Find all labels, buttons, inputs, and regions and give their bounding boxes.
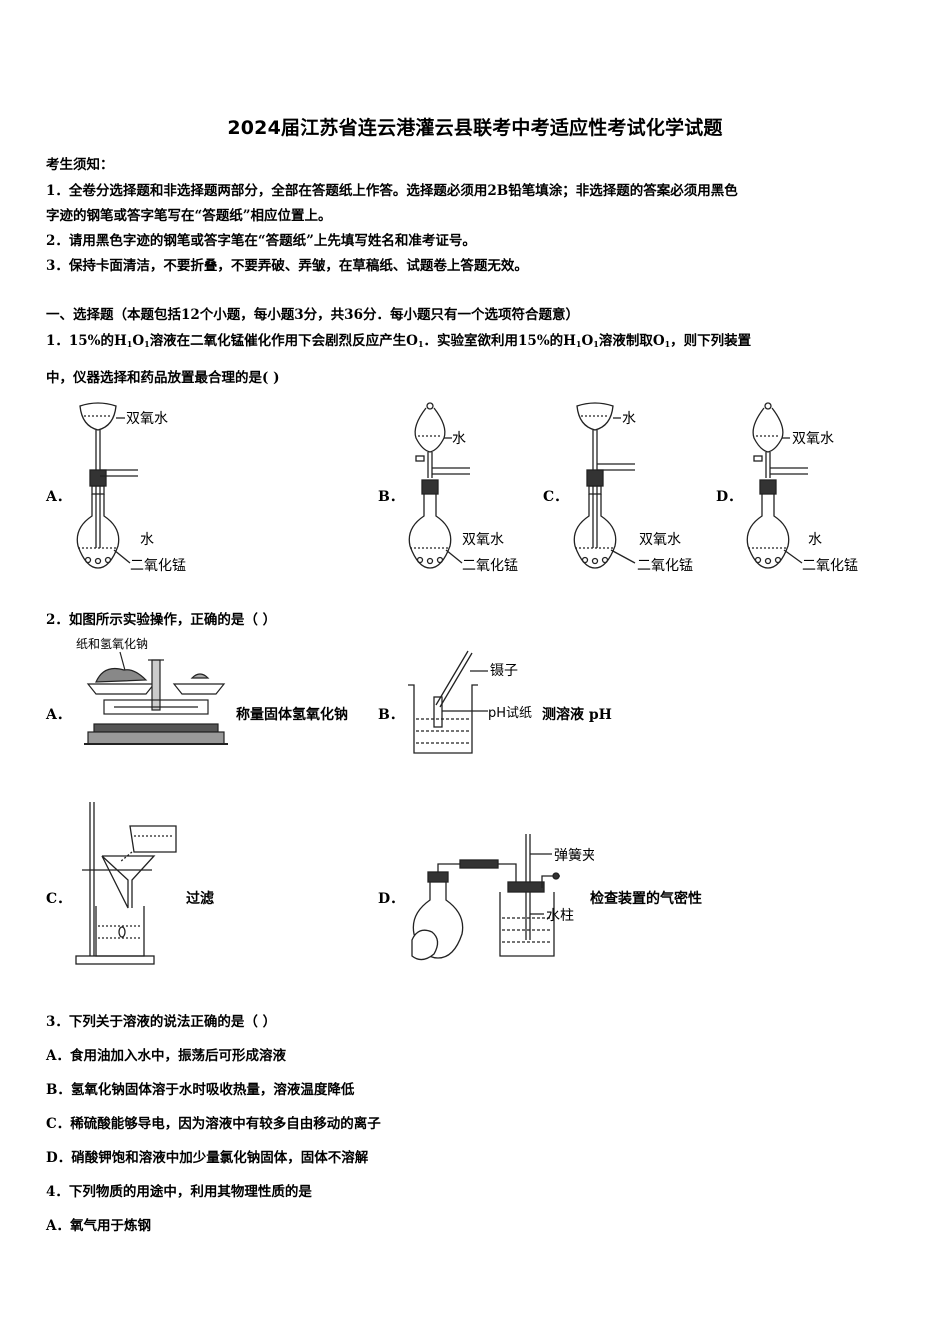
notice-item-1: 1．全卷分选择题和非选择题两部分，全部在答题纸上作答。选择题必须用2B铅笔填涂；… xyxy=(46,183,738,199)
q3-option-d[interactable]: D．硝酸钾饱和溶液中加少量氯化钠固体，固体不溶解 xyxy=(46,1150,369,1166)
q1-text: 1．15%的H xyxy=(46,333,127,349)
svg-text:二氧化锰: 二氧化锰 xyxy=(130,558,186,574)
q4-stem: 4．下列物质的用途中，利用其物理性质的是 xyxy=(46,1184,312,1200)
q2-c-filtration-figure xyxy=(75,802,177,965)
page-title: 2024届江苏省连云港灌云县联考中考适应性考试化学试题 xyxy=(227,117,723,139)
q1-text: O xyxy=(132,333,145,349)
svg-text:二氧化锰: 二氧化锰 xyxy=(802,558,858,574)
q3-option-b[interactable]: B．氢氧化钠固体溶于水时吸收热量，溶液温度降低 xyxy=(46,1082,355,1098)
svg-text:纸和氢氧化钠: 纸和氢氧化钠 xyxy=(76,636,148,651)
subscript: 1 xyxy=(593,339,599,349)
q1-a-apparatus-figure: 双氧水 水 二氧化锰 xyxy=(76,402,186,574)
subscript: 1 xyxy=(417,339,424,349)
subscript: 1 xyxy=(575,339,582,349)
q1-text: O xyxy=(581,333,594,349)
q3-stem: 3．下列关于溶液的说法正确的是（ ） xyxy=(46,1014,277,1030)
notice-item-2: 2．请用黑色字迹的钢笔或答字笔在“答题纸”上先填写姓名和准考证号。 xyxy=(46,233,476,249)
q4-option-a[interactable]: A．氧气用于炼钢 xyxy=(46,1218,151,1234)
q2-a-caption: 称量固体氢氧化钠 xyxy=(236,707,348,723)
svg-text:双氧水: 双氧水 xyxy=(462,532,504,548)
q2-b-ph-paper-figure: 镊子 pH试纸 xyxy=(408,650,532,754)
notice-item-1-cont: 字迹的钢笔或答字笔写在“答题纸”相应位置上。 xyxy=(46,208,332,224)
section-heading: 一、选择题（本题包括12个小题，每小题3分，共36分．每小题只有一个选项符合题意… xyxy=(46,307,579,323)
svg-text:双氧水: 双氧水 xyxy=(639,532,681,548)
q1-stem-line1: 1．15%的H1O1溶液在二氧化锰催化作用下会剧烈反应产生O1．实验室欲利用15… xyxy=(46,329,751,349)
q2-option-c-label[interactable]: C． xyxy=(46,891,72,907)
svg-text:水: 水 xyxy=(452,431,466,447)
q1-text: 溶液在二氧化锰催化作用下会剧烈反应产生O xyxy=(149,333,418,349)
q2-option-b-label[interactable]: B． xyxy=(378,707,404,723)
q2-d-airtightness-figure: 弹簧夹 水柱 xyxy=(411,834,594,961)
svg-text:二氧化锰: 二氧化锰 xyxy=(637,558,693,574)
subscript: 1 xyxy=(144,339,150,349)
q2-c-caption: 过滤 xyxy=(186,891,214,907)
svg-text:水: 水 xyxy=(808,532,822,548)
svg-text:水: 水 xyxy=(622,411,636,427)
subscript: 1 xyxy=(126,339,133,349)
q1-option-c-label[interactable]: C． xyxy=(543,489,569,505)
q2-stem: 2．如图所示实验操作，正确的是（ ） xyxy=(46,612,277,628)
notice-heading: 考生须知： xyxy=(46,157,114,173)
svg-text:水柱: 水柱 xyxy=(546,908,574,924)
q2-a-balance-figure: 纸和氢氧化钠 xyxy=(76,636,228,745)
q1-b-apparatus-figure: 水 双氧水 二氧化锰 xyxy=(408,402,518,574)
q1-d-apparatus-figure: 双氧水 水 二氧化锰 xyxy=(746,402,858,574)
notice-item-3: 3．保持卡面清洁，不要折叠，不要弄破、弄皱，在草稿纸、试题卷上答题无效。 xyxy=(46,258,528,274)
q1-text: ，则下列装置 xyxy=(670,333,752,349)
svg-text:二氧化锰: 二氧化锰 xyxy=(462,558,518,574)
label: 双氧水 xyxy=(126,411,168,427)
svg-text:镊子: 镊子 xyxy=(490,663,518,679)
q2-option-a-label[interactable]: A． xyxy=(46,707,71,723)
q1-text: ．实验室欲利用15%的H xyxy=(423,333,576,349)
q3-option-a[interactable]: A．食用油加入水中，振荡后可形成溶液 xyxy=(46,1048,286,1064)
svg-text:双氧水: 双氧水 xyxy=(792,431,834,447)
q1-option-a-label[interactable]: A． xyxy=(46,489,71,505)
q1-c-apparatus-figure: 水 双氧水 二氧化锰 xyxy=(573,402,693,574)
subscript: 1 xyxy=(664,339,671,349)
svg-text:pH试纸: pH试纸 xyxy=(488,706,532,721)
svg-text:弹簧夹: 弹簧夹 xyxy=(554,848,594,864)
q2-option-d-label[interactable]: D． xyxy=(378,891,405,907)
q2-b-caption: 测溶液 pH xyxy=(542,707,612,723)
q2-d-caption: 检查装置的气密性 xyxy=(590,891,702,907)
q1-option-b-label[interactable]: B． xyxy=(378,489,404,505)
q1-stem-line2: 中，仪器选择和药品放置最合理的是( ) xyxy=(46,370,280,386)
svg-text:水: 水 xyxy=(140,532,154,548)
q1-text: 溶液制取O xyxy=(598,333,665,349)
q3-option-c[interactable]: C．稀硫酸能够导电，因为溶液中有较多自由移动的离子 xyxy=(46,1116,381,1132)
q1-option-d-label[interactable]: D． xyxy=(716,489,743,505)
